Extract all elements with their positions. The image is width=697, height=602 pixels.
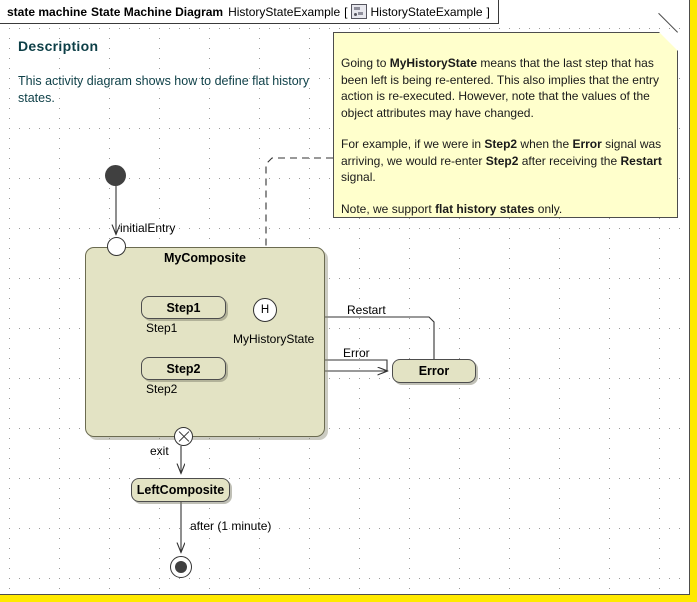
state-error-label: Error	[418, 364, 450, 378]
final-state-inner	[174, 560, 187, 573]
edge-label-restart: Restart	[347, 303, 386, 317]
edge-label-after: after (1 minute)	[190, 519, 272, 533]
note-p1-post: means that the last step that has been l…	[341, 56, 659, 120]
canvas-inner: state machine State Machine Diagram Hist…	[0, 0, 690, 595]
note-p2-d: Error	[572, 137, 602, 151]
description-body: This activity diagram shows how to defin…	[18, 74, 310, 105]
final-state-node[interactable]	[170, 556, 192, 578]
edge-label-exit: exit	[150, 444, 169, 458]
title-bracket-close: ]	[486, 4, 490, 19]
edge-label-error: Error	[343, 346, 370, 360]
title-context-name: HistoryStateExample	[370, 4, 483, 19]
note-paragraph-3: Note, we support flat history states onl…	[341, 201, 671, 218]
state-leftcomposite-label: LeftComposite	[136, 483, 225, 497]
note-fold-icon	[659, 32, 678, 51]
note-paragraph-2: For example, if we were in Step2 when th…	[341, 136, 671, 186]
note-p2-c: when the	[517, 137, 573, 151]
edge-note-anchor	[265, 157, 333, 296]
entry-point-node[interactable]	[107, 237, 126, 256]
state-step1[interactable]: Step1	[141, 296, 226, 319]
history-state-glyph: H	[260, 304, 270, 316]
title-diagram-type: State Machine Diagram	[91, 4, 224, 19]
exit-point-node[interactable]	[174, 427, 193, 446]
edge-composite-to-error	[325, 359, 388, 371]
note-p3-a: Note, we support	[341, 201, 436, 216]
diagram-title-tab[interactable]: state machine State Machine Diagram Hist…	[0, 0, 499, 24]
state-leftcomposite[interactable]: LeftComposite	[131, 478, 230, 502]
title-keyword: state machine	[7, 4, 88, 19]
note-p2-b: Step2	[484, 137, 518, 151]
note-paragraph-1: Going to MyHistoryState means that the l…	[341, 55, 671, 121]
description-heading: Description	[18, 38, 99, 54]
state-step2[interactable]: Step2	[141, 357, 226, 380]
title-diagram-name: HistoryStateExample	[228, 4, 341, 19]
state-step1-label: Step1	[166, 300, 201, 315]
note-p1-pre: Going to	[341, 56, 390, 70]
edge-label-step2: Step2	[146, 382, 178, 396]
note-p2-a: For example, if we were in	[341, 137, 485, 151]
note-p2-i: signal.	[341, 170, 376, 184]
note-p2-f: Step2	[485, 153, 519, 168]
edge-label-initialentry: initialEntry	[120, 221, 176, 235]
initial-state-node[interactable]	[105, 165, 126, 186]
note-p1-bold: MyHistoryState	[389, 56, 478, 70]
note-text: Going to MyHistoryState means that the l…	[341, 55, 671, 217]
state-error[interactable]: Error	[392, 359, 476, 383]
title-bracket-open: [	[344, 4, 348, 19]
note-p3-b: flat history states	[435, 201, 535, 216]
history-state-node[interactable]: H	[253, 298, 277, 322]
state-step2-label: Step2	[166, 361, 201, 376]
note-p3-c: only.	[534, 201, 563, 216]
state-mycomposite-label: MyComposite	[164, 251, 246, 265]
edge-label-step1: Step1	[146, 321, 178, 335]
note-p2-g: after receiving the	[518, 153, 621, 168]
note-p2-e: signal was arriving, we would re-enter	[341, 137, 662, 168]
state-machine-icon	[351, 4, 368, 19]
note-box[interactable]: Going to MyHistoryState means that the l…	[333, 12, 678, 218]
history-state-label: MyHistoryState	[233, 332, 315, 346]
note-p2-h: Restart	[620, 153, 662, 168]
state-mycomposite[interactable]: MyComposite	[85, 247, 325, 437]
